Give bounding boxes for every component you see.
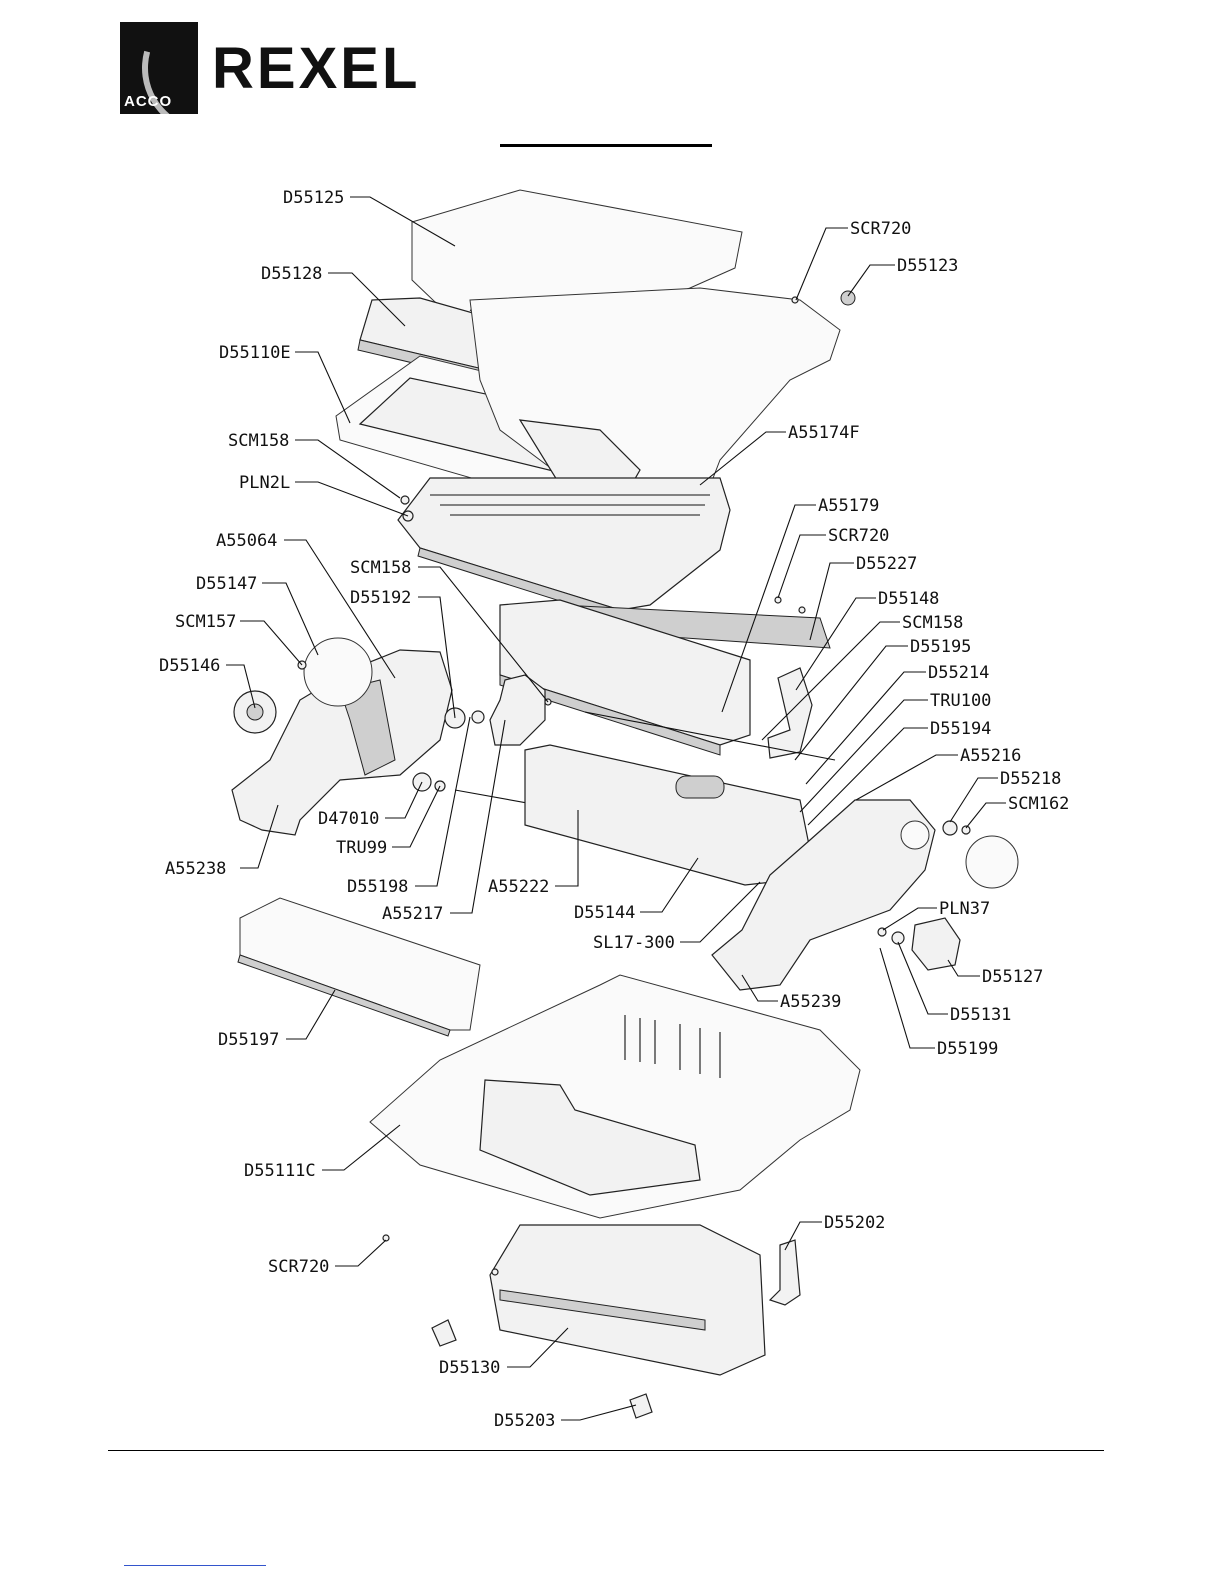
rexel-logo: ACCO REXEL <box>120 22 520 118</box>
callout-label: SL17-300 <box>593 933 675 953</box>
callout-label: D55203 <box>494 1411 555 1431</box>
part-bracket-right <box>767 667 813 759</box>
part-knob <box>877 917 961 971</box>
footer-divider <box>108 1450 1104 1451</box>
callout-label: D55197 <box>218 1030 279 1050</box>
callout-label: D55218 <box>1000 769 1061 789</box>
callout-label: SCM158 <box>228 431 289 451</box>
part-cutter-housing <box>499 599 751 756</box>
callout-label: SCR720 <box>828 526 889 546</box>
part-spacer-b <box>412 772 446 792</box>
callout-label: D55195 <box>910 637 971 657</box>
callout-label: D55125 <box>283 188 344 208</box>
callout-label: A55064 <box>216 531 277 551</box>
callout-label: D55214 <box>928 663 989 683</box>
rexel-wordmark: REXEL <box>212 36 421 101</box>
part-bottom-tray <box>489 1224 766 1376</box>
acco-label: ACCO <box>124 93 173 110</box>
callout-label: D55111C <box>244 1161 316 1181</box>
callout-label: D55147 <box>196 574 257 594</box>
part-left-gear-small <box>233 690 277 734</box>
callout-label: SCM158 <box>902 613 963 633</box>
callout-label: TRU99 <box>336 838 387 858</box>
part-right-side-frame <box>711 799 936 991</box>
callout-label: D55128 <box>261 264 322 284</box>
callout-labels: D55125 D55128 D55110E SCM158 PLN2L A5506… <box>159 188 1069 1431</box>
part-left-gear <box>303 637 373 707</box>
part-right-gear <box>965 835 1019 889</box>
callout-label: A55222 <box>488 877 549 897</box>
part-left-side-frame <box>231 649 453 836</box>
leader-lines <box>226 196 1006 1421</box>
callout-label: D55227 <box>856 554 917 574</box>
title-underline <box>500 144 712 147</box>
callout-label: D55199 <box>937 1039 998 1059</box>
callout-label: D55110E <box>219 343 291 363</box>
callout-label: A55238 <box>165 859 226 879</box>
callout-label: TRU100 <box>930 691 991 711</box>
callout-label: SCM158 <box>350 558 411 578</box>
callout-label: SCR720 <box>850 219 911 239</box>
callout-label: D55130 <box>439 1358 500 1378</box>
callout-label: D55148 <box>878 589 939 609</box>
footer-link-underline <box>124 1565 266 1566</box>
callout-label: D55198 <box>347 877 408 897</box>
part-foot-bottom <box>629 1393 653 1419</box>
callout-label: A55174F <box>788 423 860 443</box>
callout-label: A55217 <box>382 904 443 924</box>
callout-label: D55131 <box>950 1005 1011 1025</box>
callout-label: D55127 <box>982 967 1043 987</box>
part-waste-tray <box>237 897 481 1037</box>
part-foot-right <box>768 1239 801 1306</box>
part-foot-left <box>431 1319 457 1347</box>
callout-label: D55123 <box>897 256 958 276</box>
callout-label: A55179 <box>818 496 879 516</box>
callout-label: A55216 <box>960 746 1021 766</box>
callout-label: D47010 <box>318 809 379 829</box>
callout-label: PLN2L <box>239 473 290 493</box>
callout-label: PLN37 <box>939 899 990 919</box>
part-comb-plate <box>397 477 731 621</box>
part-base <box>369 974 861 1219</box>
callout-label: A55239 <box>780 992 841 1012</box>
callout-label: D55194 <box>930 719 991 739</box>
part-cutter-assembly <box>524 744 811 886</box>
callout-label: D55192 <box>350 588 411 608</box>
callout-label: SCM157 <box>175 612 236 632</box>
part-washer-right <box>942 820 971 836</box>
callout-label: D55202 <box>824 1213 885 1233</box>
callout-label: SCR720 <box>268 1257 329 1277</box>
callout-label: D55144 <box>574 903 635 923</box>
part-cam-gear <box>489 674 546 746</box>
callout-label: SCM162 <box>1008 794 1069 814</box>
part-spacer-a <box>444 707 485 729</box>
callout-label: D55146 <box>159 656 220 676</box>
acco-logo-mark: ACCO <box>120 22 198 114</box>
